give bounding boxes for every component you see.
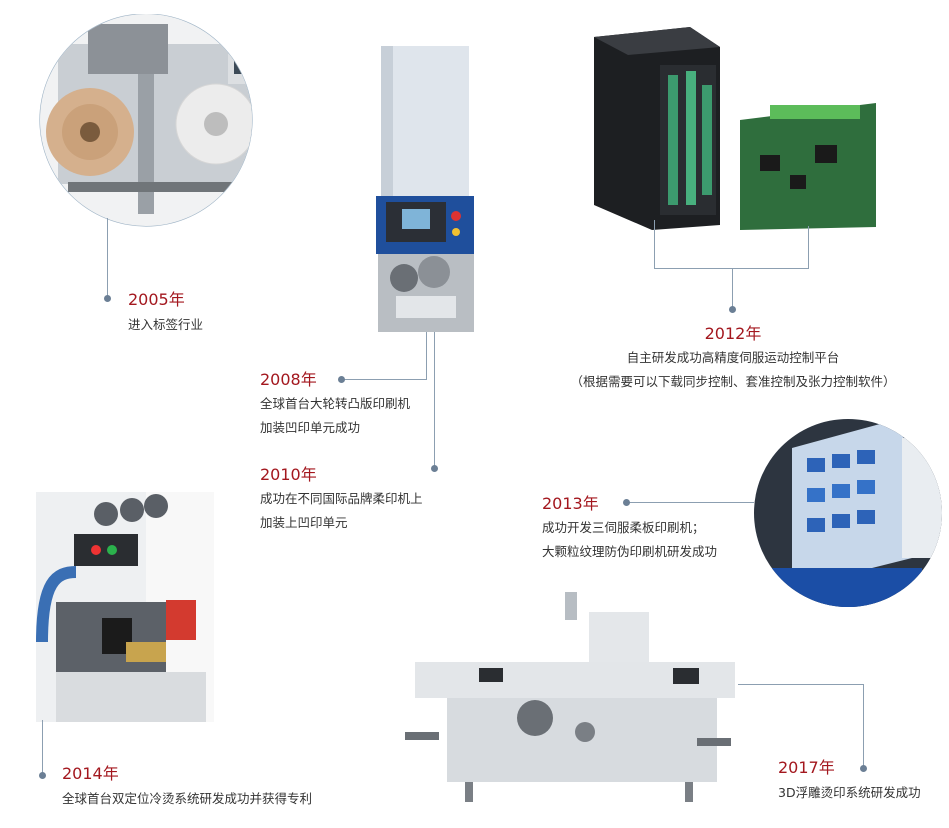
dot-2017	[860, 765, 867, 772]
milestone-2014-line-1: 全球首台双定位冷烫系统研发成功并获得专利	[62, 791, 313, 806]
label-machine-image	[39, 14, 253, 227]
connector-2008-horizontal	[342, 379, 427, 380]
connector-2012-bar	[654, 268, 809, 269]
connector-2013	[628, 502, 754, 503]
connector-2014	[42, 720, 43, 775]
milestone-2008-line-1: 全球首台大轮转凸版印刷机	[260, 396, 411, 411]
dot-2012	[729, 306, 736, 313]
dot-2013	[623, 499, 630, 506]
year-2008: 2008年	[260, 370, 317, 389]
dot-2014	[39, 772, 46, 779]
connector-2008-vertical	[426, 332, 427, 380]
connector-2017-vertical	[863, 684, 864, 768]
connector-2010	[434, 332, 435, 468]
connector-2012-left	[654, 220, 655, 268]
servo-platform-image	[594, 27, 876, 230]
connector-2012-stem	[732, 268, 733, 308]
milestone-2013-line-1: 成功开发三伺服柔板印刷机；	[542, 520, 705, 535]
connector-2017-horizontal	[738, 684, 863, 685]
flexo-press-image	[754, 419, 942, 607]
milestone-2012-line-1: 自主研发成功高精度伺服运动控制平台	[626, 350, 840, 365]
cold-foil-image	[36, 492, 214, 722]
embossing-machine-image	[405, 592, 735, 802]
milestone-2010-line-1: 成功在不同国际品牌柔印机上	[260, 491, 423, 506]
dot-2005	[104, 295, 111, 302]
year-2013: 2013年	[542, 494, 599, 513]
gravure-unit-image	[376, 46, 474, 332]
dot-2010	[431, 465, 438, 472]
milestone-2010-line-2: 加装上凹印单元	[260, 515, 348, 530]
milestone-2017-line-1: 3D浮雕烫印系统研发成功	[778, 785, 921, 800]
connector-2005	[107, 218, 108, 298]
year-2012: 2012年	[704, 324, 762, 343]
year-2005: 2005年	[128, 290, 185, 309]
year-2010: 2010年	[260, 465, 317, 484]
milestone-2013-line-2: 大颗粒纹理防伪印刷机研发成功	[542, 544, 718, 559]
year-2014: 2014年	[62, 764, 119, 783]
year-2017: 2017年	[778, 758, 835, 777]
milestone-2008-line-2: 加装凹印单元成功	[260, 420, 361, 435]
milestone-2012-line-2: （根据需要可以下载同步控制、套准控制及张力控制软件）	[570, 374, 896, 389]
dot-2008	[338, 376, 345, 383]
milestone-2005-line-1: 进入标签行业	[128, 317, 204, 332]
connector-2012-right	[808, 226, 809, 268]
